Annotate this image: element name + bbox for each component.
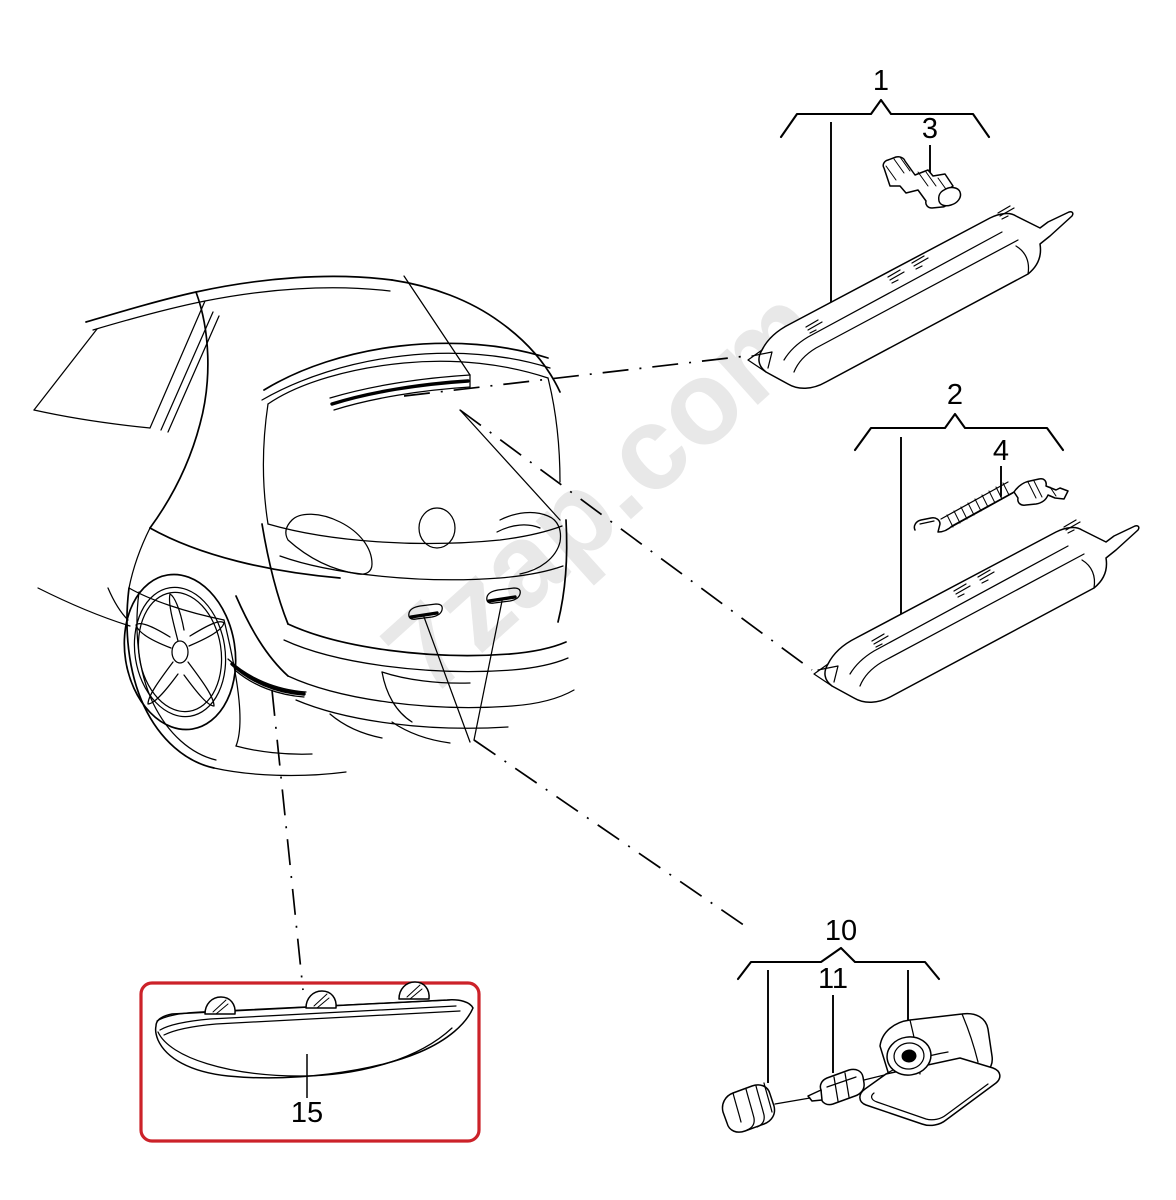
- callout-number-15: 15: [291, 1097, 323, 1129]
- plate-light-housing: [859, 1012, 1001, 1127]
- socket-to-bulb-wire: [774, 1097, 811, 1105]
- highlight-box-15: [139, 981, 481, 1143]
- rear-bumper-reflector-15: [154, 981, 474, 1079]
- leader-spoiler-branch: [403, 275, 471, 376]
- connector-plug-3: [882, 156, 962, 209]
- reflector-clip-3: [398, 981, 430, 1000]
- callout-number-4: 4: [993, 435, 1009, 467]
- number-plate-light-right: [486, 587, 521, 604]
- leader-to-assembly-10: [473, 739, 749, 929]
- brake-light-bar-1: [747, 205, 1074, 389]
- reflector-clip-2: [305, 990, 337, 1009]
- callout-number-10: 10: [825, 915, 857, 947]
- golf-rear-outline: [33, 275, 575, 777]
- callout-number-1: 1: [873, 65, 889, 97]
- assembly-10-bracket: [736, 946, 941, 981]
- wheel-spokes: [135, 593, 225, 707]
- callout-number-3: 3: [922, 113, 938, 145]
- leader-plate-light-right: [473, 600, 503, 741]
- leader-plate-light-left: [423, 616, 471, 743]
- wiring-harness-4: [913, 478, 1069, 533]
- number-plate-light-left: [408, 603, 443, 620]
- assembly-1-bracket: [779, 98, 991, 139]
- callout-number-11: 11: [818, 963, 848, 995]
- reflector-clip-1: [204, 996, 236, 1015]
- callout-number-2: 2: [947, 379, 963, 411]
- leader-to-highlight-15: [271, 689, 304, 991]
- brake-light-bar-2: [813, 519, 1140, 703]
- leader-to-assembly-2: [459, 409, 813, 671]
- bulb-11: [807, 1068, 865, 1106]
- assembly-2-bracket: [853, 412, 1065, 452]
- plate-light-socket: [721, 1082, 776, 1133]
- leader-brake-branch: [459, 409, 561, 521]
- leader-to-assembly-1: [403, 355, 747, 397]
